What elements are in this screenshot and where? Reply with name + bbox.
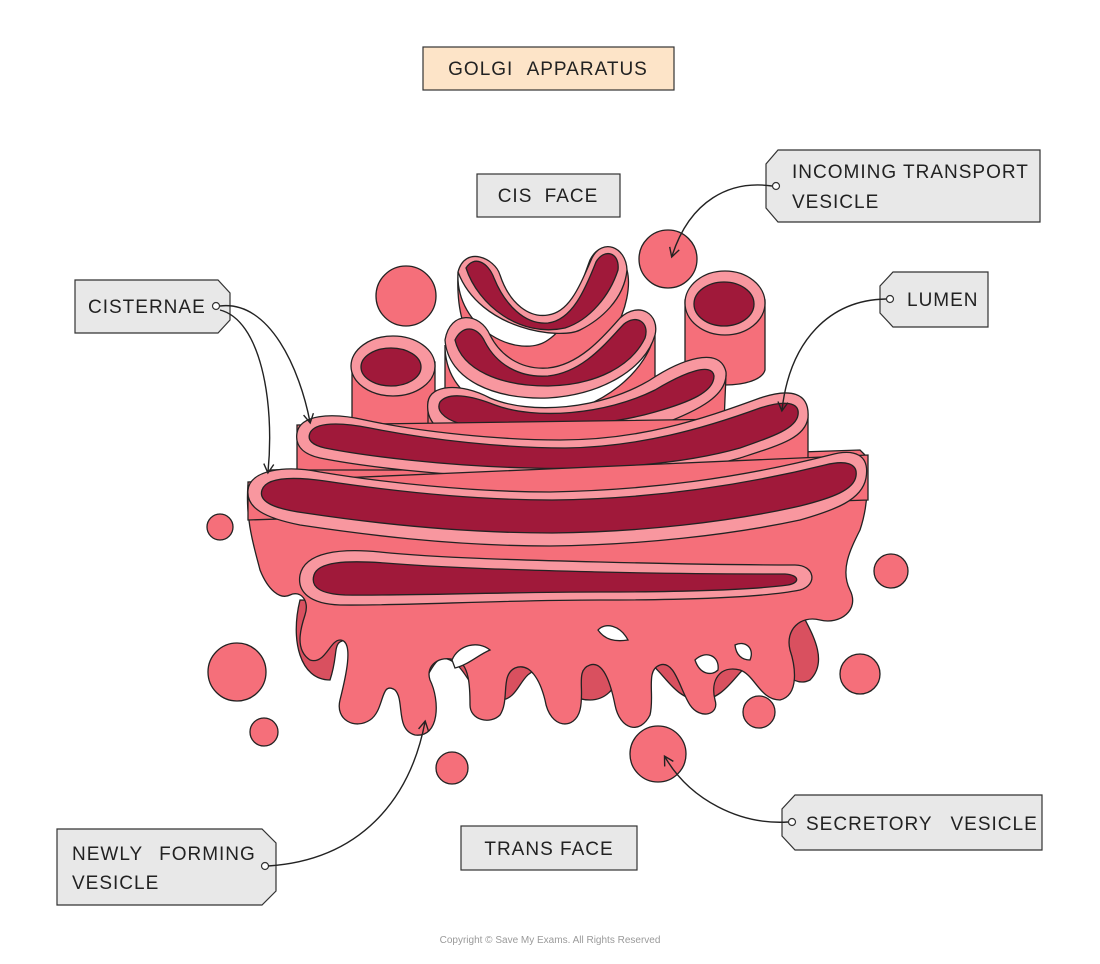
newly-forming-vesicle-tag: NEWLY FORMING VESICLE	[56, 828, 277, 906]
vesicle	[249, 717, 279, 747]
vesicle	[742, 695, 776, 729]
vesicle	[839, 653, 881, 695]
lumen-tag: LUMEN	[879, 271, 989, 328]
newly-label-line2: VESICLE	[72, 873, 159, 894]
vesicle	[435, 751, 469, 785]
title-box: GOLGI APPARATUS	[422, 46, 675, 91]
golgi-illustration	[206, 229, 909, 785]
vesicle	[873, 553, 909, 589]
incoming-label-line1: INCOMING TRANSPORT	[792, 162, 1029, 183]
incoming-label-line2: VESICLE	[792, 192, 879, 213]
vesicle	[207, 642, 267, 702]
vesicle	[375, 265, 437, 327]
incoming-transport-vesicle-tag: INCOMING TRANSPORT VESICLE	[765, 149, 1041, 223]
arrow-cisternae-2	[219, 309, 275, 475]
title-text: GOLGI APPARATUS	[448, 59, 648, 80]
copyright-text: Copyright © Save My Exams. All Rights Re…	[439, 935, 661, 946]
newly-label-line1: NEWLY FORMING	[72, 844, 256, 865]
arrow-cisternae-1	[219, 305, 315, 425]
arrow-newly-forming	[267, 719, 430, 867]
vesicle	[638, 229, 698, 289]
cis-face-box: CIS FACE	[476, 173, 621, 218]
trans-face-text: TRANS FACE	[484, 839, 613, 860]
arrow-lumen	[777, 298, 887, 413]
lumen-label: LUMEN	[907, 290, 979, 311]
cis-face-text: CIS FACE	[498, 186, 599, 207]
cisternae-tag: CISTERNAE	[74, 279, 231, 334]
secretory-label: SECRETORY VESICLE	[806, 814, 1038, 835]
secretory-vesicle-tag: SECRETORY VESICLE	[781, 794, 1043, 851]
arrow-incoming	[669, 184, 773, 259]
cisternae-label: CISTERNAE	[88, 297, 206, 318]
pointer-arrows	[219, 184, 887, 867]
trans-face-box: TRANS FACE	[460, 825, 638, 871]
vesicle	[206, 513, 234, 541]
vesicle	[629, 725, 687, 783]
arrow-secretory	[663, 754, 789, 823]
